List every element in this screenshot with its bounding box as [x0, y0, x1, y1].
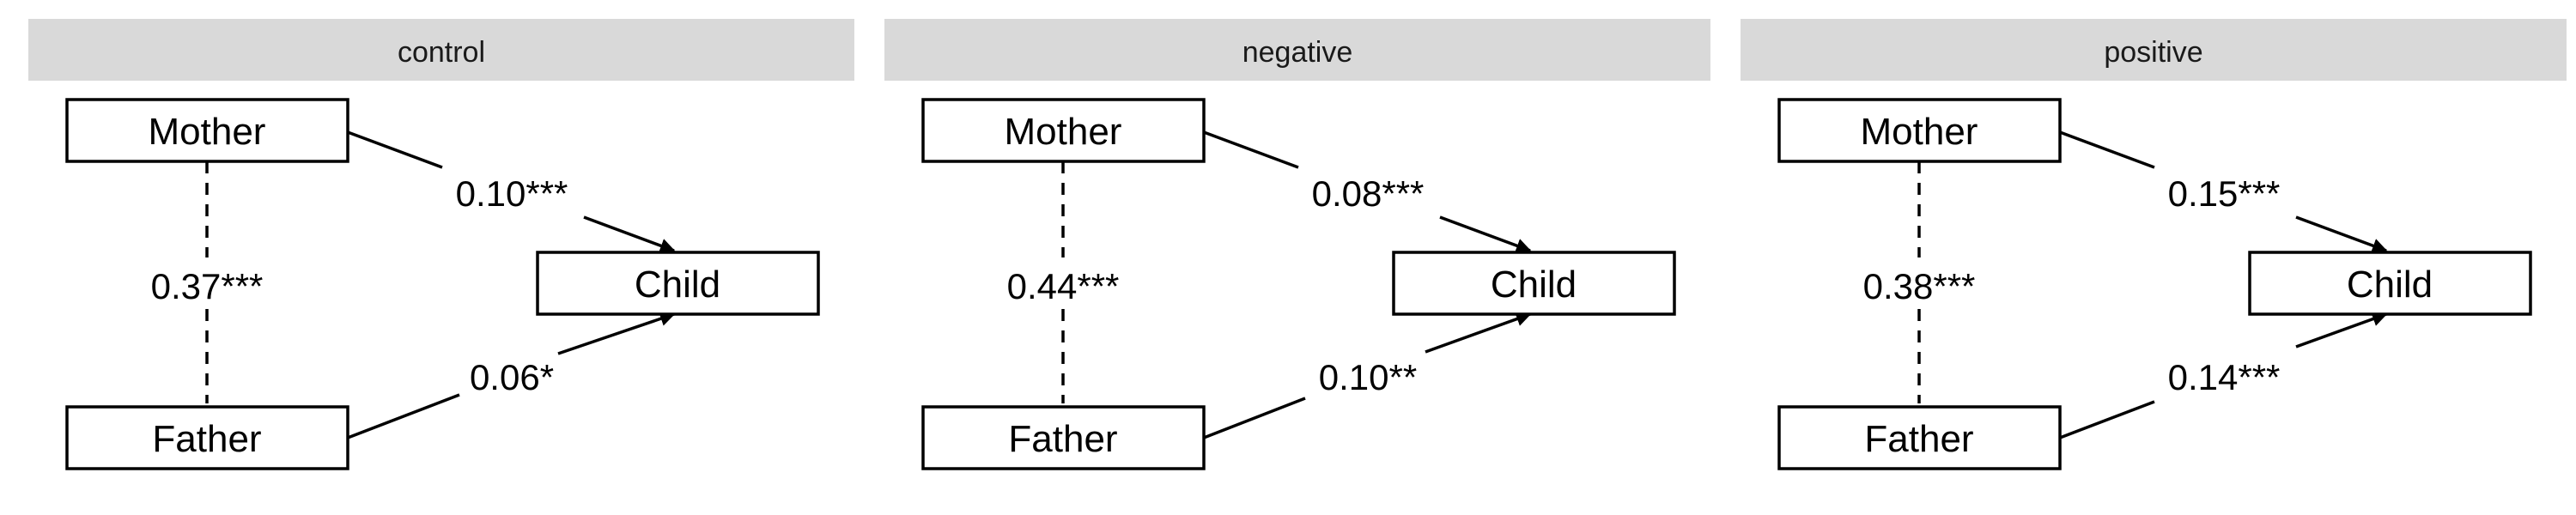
edge-label-mother-child: 0.08***: [1312, 173, 1425, 214]
edge-label-mother-father: 0.37***: [151, 266, 264, 306]
panel-title: positive: [2104, 36, 2202, 69]
edge-label-mother-father: 0.38***: [1863, 266, 1976, 306]
edge-father-child-arrow: [1425, 312, 1532, 354]
node-mother-box: [65, 98, 349, 163]
node-child-box: [2248, 251, 2532, 316]
edge-father-child-arrow: [557, 311, 676, 355]
edge-label-mother-child: 0.10***: [456, 173, 568, 214]
node-father: Father: [152, 418, 261, 460]
node-mother-box: [1777, 98, 2062, 163]
panel-strip: [1741, 19, 2567, 81]
node-father-box: [921, 405, 1206, 470]
edge-label-mother-father: 0.44***: [1007, 266, 1120, 306]
node-child-box: [1392, 251, 1676, 316]
node-child-box: [536, 251, 820, 316]
node-father: Father: [1008, 418, 1117, 460]
edge-label-father-child: 0.06*: [470, 357, 554, 397]
panel-positive: positive 0.38*** 0.15*** 0.14*** Mother …: [1741, 19, 2567, 470]
panel-title: negative: [1242, 36, 1353, 69]
edge-father-child: [1203, 397, 1306, 439]
edge-mother-child: [2059, 130, 2155, 169]
edge-mother-child: [1203, 130, 1299, 169]
panel-title: control: [398, 36, 485, 69]
edge-father-child: [2059, 400, 2155, 439]
edge-mother-child-arrow: [1439, 215, 1532, 253]
edge-label-father-child: 0.14***: [2168, 357, 2281, 397]
node-father-box: [65, 405, 349, 470]
node-father: Father: [1864, 418, 1973, 460]
edge-label-mother-child: 0.15***: [2168, 173, 2281, 214]
panel-strip: [884, 19, 1710, 81]
edge-father-child-arrow: [2295, 312, 2388, 348]
edge-father-child: [347, 393, 460, 439]
edge-mother-child: [347, 130, 443, 169]
node-child: Child: [1491, 264, 1577, 306]
node-mother-box: [921, 98, 1206, 163]
edge-mother-child-arrow: [2295, 215, 2388, 253]
panel-control: control 0.37*** 0.10*** 0.06* Mother Fat…: [28, 19, 854, 470]
node-mother: Mother: [1861, 111, 1978, 153]
node-child: Child: [635, 264, 720, 306]
edge-label-father-child: 0.10**: [1319, 357, 1417, 397]
node-mother: Mother: [1005, 111, 1122, 153]
edge-mother-child-arrow: [583, 215, 676, 253]
panel-negative: negative 0.44*** 0.08*** 0.10** Mother F…: [884, 19, 1710, 470]
panel-strip: [28, 19, 854, 81]
node-child: Child: [2347, 264, 2433, 306]
node-father-box: [1777, 405, 2062, 470]
node-mother: Mother: [149, 111, 266, 153]
